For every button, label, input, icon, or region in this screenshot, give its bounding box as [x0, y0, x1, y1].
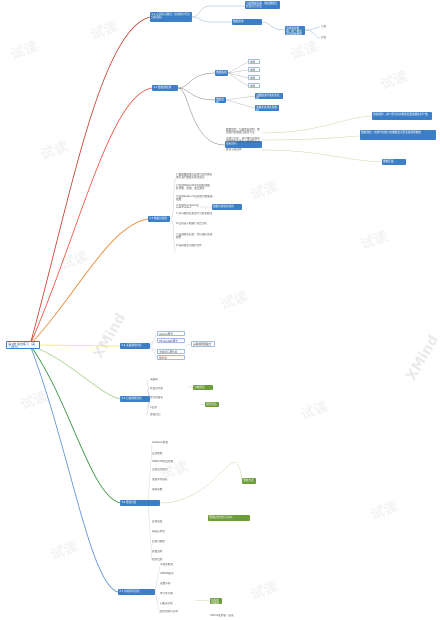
note-text: 3.使用Seaborn绘制热力图和箱线图: [176, 195, 213, 201]
leaf-label: 平稳性检验: [160, 563, 173, 566]
leaf-label: 指数平滑: [160, 582, 171, 585]
summary-tag[interactable]: 数据可视化常用库: [212, 204, 242, 210]
leaf-label: 轮廓系数: [152, 488, 163, 491]
root-topic[interactable]: 第4章 综合练习（第一部分）: [6, 341, 40, 349]
leaf-label: K近邻: [150, 406, 157, 409]
note-text: 6.绘制多子图进行对比分析: [176, 222, 208, 225]
note-text: 7.设置图表标题、坐标轴标签和图例: [176, 233, 213, 240]
leaf-label: 距离度量: [152, 520, 163, 523]
leaf-label: K-Means聚类: [152, 441, 168, 444]
note-text: 4.使用Pyecharts绘制交互式图表: [176, 204, 200, 208]
note-text: 主成分分析：通过线性变换将原始数据变换为一组线性无关的表示: [226, 137, 260, 143]
leaf-topic[interactable]: 对数据进行规范化处理: [255, 93, 283, 99]
summary-tag[interactable]: 聚类方法: [242, 478, 256, 484]
branch-topic-4-6[interactable]: 4.6 聚类分析: [120, 500, 160, 506]
leaf-label: 高斯混合模型: [152, 468, 168, 471]
leaf-label: 层次聚类: [152, 452, 163, 455]
leaf-label: 异常: [321, 36, 327, 39]
leaf-topic[interactable]: 属性: [248, 59, 260, 64]
leaf-label: 模型预测与评价: [160, 610, 179, 613]
leaf-topic[interactable]: 属性: [248, 67, 260, 72]
summary-tag[interactable]: 时间序列预测: [210, 598, 222, 604]
leaf-label: 逻辑回归: [150, 413, 161, 416]
note-text: 8.保存图表为图片文件: [176, 244, 202, 247]
subtopic[interactable]: 分析数据来源，确定数据分析目标与方法: [245, 1, 280, 9]
summary-tag[interactable]: 分类算法: [193, 385, 213, 390]
branch-topic-4-4[interactable]: 4.4 关联规则分析: [120, 343, 150, 349]
leaf-topic[interactable]: Apriori算法: [157, 331, 185, 336]
leaf-label: 决策树: [150, 378, 158, 381]
note-text: 2.使用Matplotlib绘制折线图、柱状图、饼图、散点图等: [176, 184, 213, 191]
note-text: 数据规约：包括维度规约、数值规约和数据压缩等方法: [226, 128, 260, 135]
subtopic[interactable]: 数据集成: [215, 70, 228, 76]
far-topic[interactable]: 数据压缩: [382, 159, 406, 165]
leaf-label: 结果可视化: [152, 540, 165, 543]
summary-tag[interactable]: 聚类结果分析与评价: [208, 515, 250, 521]
note-text: 属性子集选择: [226, 148, 242, 151]
leaf-label: 簇数选择: [152, 550, 163, 553]
leaf-topic[interactable]: 离散化处理连续数据: [255, 105, 279, 111]
leaf-label: 聚类评价指标: [152, 478, 168, 481]
footer-label: XMind试用版 - 试读: [210, 614, 234, 617]
leaf-label: 空值: [321, 25, 327, 28]
subtopic[interactable]: 数据变换: [215, 97, 226, 103]
subtopic[interactable]: 数据清洗: [232, 19, 262, 25]
subtopic[interactable]: 数据规约: [225, 141, 262, 148]
far-topic[interactable]: 维度规约：减少所考虑的随机变量或属性的个数: [372, 112, 432, 120]
branch-topic-4-7[interactable]: 4.7 时间序列分析: [118, 589, 155, 595]
branch-topic-4-5[interactable]: 4.5 分类预测分析: [120, 396, 150, 402]
leaf-topic[interactable]: FP-Growth算法: [157, 338, 185, 343]
leaf-topic[interactable]: 属性: [248, 83, 260, 88]
leaf-topic[interactable]: 提升度: [157, 355, 185, 360]
leaf-label: 特征标准化: [152, 530, 165, 533]
leaf-label: 季节性分解: [160, 592, 173, 595]
summary-tag[interactable]: 关联规则挖掘方法: [191, 341, 215, 347]
leaf-label: 肘部法则: [152, 558, 163, 561]
leaf-topic[interactable]: 属性: [248, 75, 260, 80]
far-topic[interactable]: 数值规约：用替代的较小的数据表示形式替换原数据: [360, 130, 436, 140]
leaf-label: ARIMA模型: [160, 572, 174, 575]
leaf-label: 自相关分析: [160, 602, 173, 605]
note-text: 1.根据数据特点选择合适的图表类型进行数据可视化展示: [176, 173, 213, 180]
branch-topic-4-2[interactable]: 4.2 数据预处理: [152, 85, 178, 91]
leaf-label: 朴素贝叶斯: [150, 387, 163, 390]
summary-tag[interactable]: 模型评估: [205, 402, 219, 407]
branch-topic-4-3[interactable]: 4.3 数据可视化: [148, 216, 170, 222]
leaf-topic[interactable]: 去除重复数据，统一格式并转换数据类型: [285, 26, 305, 35]
note-text: 5.对可视化结果进行分析和解读: [176, 212, 213, 215]
branch-topic-4-1[interactable]: 4.1 小节练习题目：绘制用户行为分析流程: [150, 12, 192, 22]
leaf-label: 支持向量机: [150, 396, 163, 399]
leaf-topic[interactable]: 支持度与置信度: [157, 349, 185, 354]
leaf-label: DBSCAN密度聚类: [152, 460, 174, 463]
